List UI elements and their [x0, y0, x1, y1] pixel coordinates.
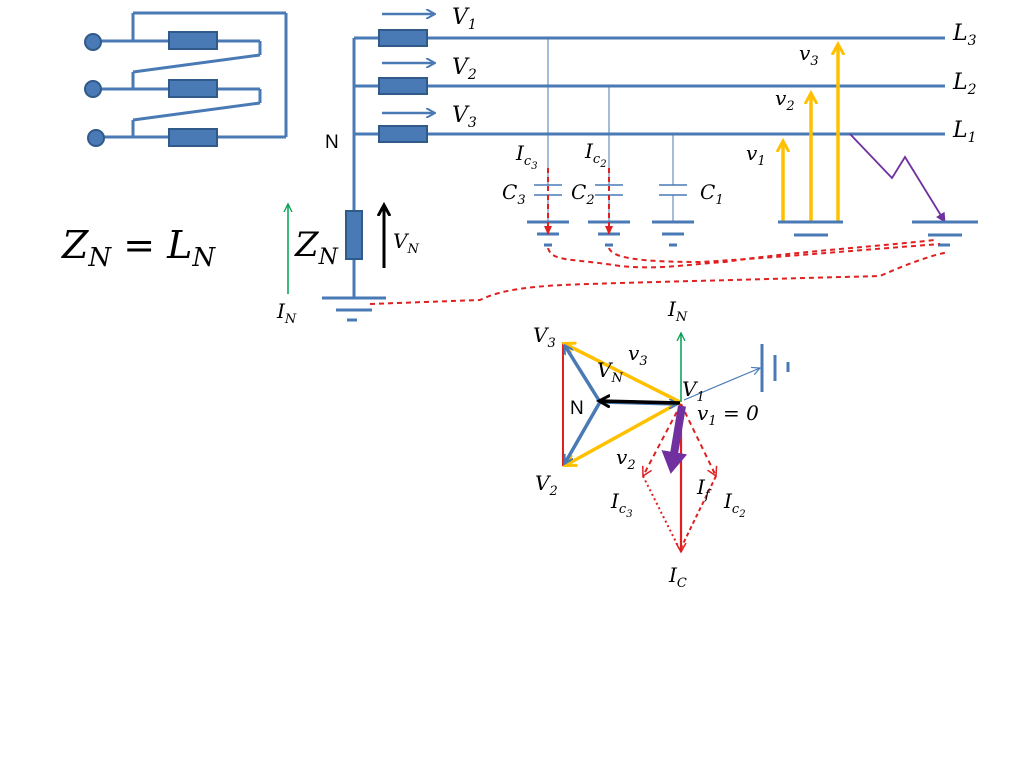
phasor-ic3-par	[680, 475, 717, 549]
capacitor-c1	[652, 134, 694, 247]
neutral-impedance	[345, 210, 363, 260]
source-impedances	[378, 29, 428, 143]
label-v2-ground: v2	[775, 86, 795, 114]
label-ic3: Ic3	[515, 141, 538, 172]
phasor-ic3	[643, 403, 682, 476]
formula-zn-ln: ZN = LN	[61, 223, 216, 273]
phasor-label-ic3: Ic3	[610, 489, 633, 520]
phasor-ic2	[680, 403, 716, 476]
label-c1: C1	[700, 180, 724, 208]
phasor-label-v2: v2	[616, 445, 636, 473]
label-c2: C2	[571, 180, 595, 208]
phasor-label-V3: V3	[533, 323, 556, 351]
phasor-ic2-par	[642, 475, 680, 549]
neutral-label: N	[325, 132, 339, 153]
phasor-label-n: N	[570, 398, 584, 419]
label-v1-ground: v1	[746, 141, 766, 169]
phasor-label-ic2: Ic2	[723, 489, 746, 520]
phasor-label-V1: V1	[682, 377, 705, 405]
phasor-label-vn: VN	[597, 358, 623, 386]
ground-voltage-arrows	[783, 45, 838, 222]
generator-windings	[100, 11, 288, 139]
phasor-label-in: IN	[667, 297, 688, 325]
phasor-diagram: IN V3 v3 VN V1 N v1 = 0 v2 V2 If Ic3 Ic2…	[533, 297, 790, 591]
label-zn: ZN	[294, 225, 339, 270]
phasor-label-V2: V2	[535, 471, 558, 499]
phasor-n-v3	[565, 346, 602, 403]
phasor-label-v3: v3	[628, 341, 648, 369]
phasor-n-v2	[565, 401, 602, 463]
phasor-vn	[600, 401, 681, 403]
phasor-v2-ground	[566, 400, 681, 465]
label-l2: L2	[952, 70, 977, 98]
label-v1-source: V1	[452, 5, 477, 33]
phasor-v3-ground	[565, 344, 681, 404]
label-v2-source: V2	[452, 55, 477, 83]
phasor-label-if: If	[696, 475, 712, 503]
label-vn: VN	[393, 229, 419, 257]
source-voltage-arrows	[382, 14, 434, 113]
phasor-fault-current	[661, 405, 688, 474]
supply-lines	[352, 36, 945, 297]
generator-terminals	[84, 33, 105, 147]
label-l3: L3	[952, 21, 977, 49]
phasor-label-ic: IC	[668, 563, 687, 591]
label-c3: C3	[502, 180, 526, 208]
label-l1: L1	[952, 118, 977, 146]
label-ic2: Ic2	[584, 139, 607, 170]
label-in: IN	[276, 299, 297, 327]
label-v3-source: V3	[452, 103, 477, 131]
neutral-ground	[322, 296, 386, 322]
ground-reference	[778, 220, 843, 237]
return-paths	[369, 239, 949, 305]
phasor-label-v1-zero: v1 = 0	[697, 401, 759, 429]
phasor-ground-link	[683, 368, 760, 401]
fault-path	[849, 133, 946, 223]
generator-coils	[168, 31, 218, 147]
label-v3-ground: v3	[799, 41, 819, 69]
phasor-ground-symbol	[760, 344, 790, 392]
